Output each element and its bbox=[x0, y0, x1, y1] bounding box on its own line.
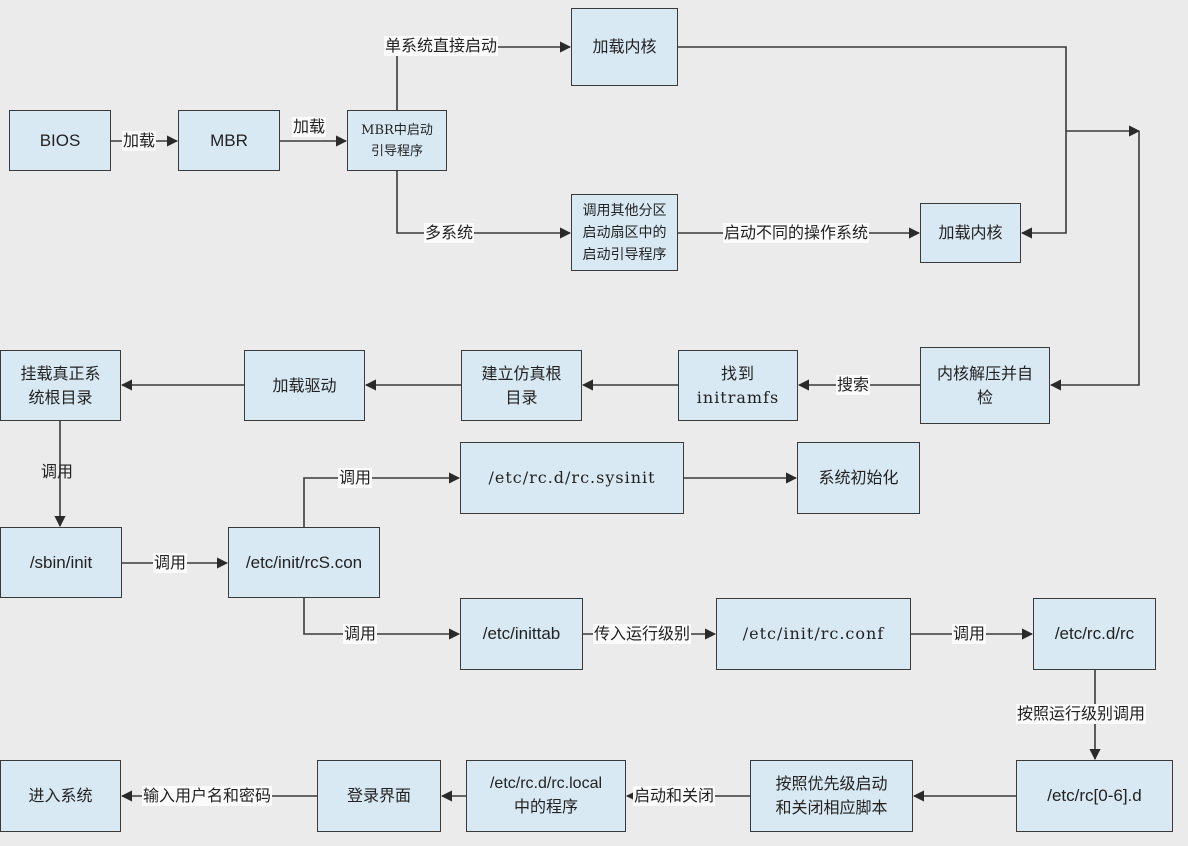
label-bios-to-mbr: 加载 bbox=[122, 131, 157, 151]
node-rc-sysinit: /etc/rc.d/rc.sysinit bbox=[460, 442, 684, 514]
node-kernel-decompress: 内核解压并自 检 bbox=[920, 347, 1050, 424]
node-load-kernel-multi: 加载内核 bbox=[920, 203, 1021, 263]
node-login-screen: 登录界面 bbox=[317, 760, 441, 832]
node-system-init: 系统初始化 bbox=[797, 442, 920, 514]
node-load-kernel-single: 加载内核 bbox=[571, 8, 678, 86]
label-mbr-to-bootloader: 加载 bbox=[292, 117, 327, 137]
node-rc-local: /etc/rc.d/rc.local 中的程序 bbox=[466, 760, 626, 832]
edge-multi-system bbox=[396, 171, 572, 239]
node-mbr: MBR bbox=[178, 110, 280, 171]
edge-to-decompress bbox=[1049, 131, 1140, 391]
node-load-drivers: 加载驱动 bbox=[244, 350, 365, 421]
edge-single-system bbox=[396, 41, 572, 110]
label-pass-runlevel: 传入运行级别 bbox=[593, 624, 692, 644]
label-call-by-runlevel: 按照运行级别调用 bbox=[1016, 704, 1147, 724]
edge-rcs-sysinit bbox=[303, 472, 461, 527]
label-call-rcs: 调用 bbox=[153, 553, 188, 573]
label-call-sbin: 调用 bbox=[41, 462, 74, 481]
node-rcs-conf: /etc/init/rcS.con bbox=[228, 527, 380, 598]
node-mount-real-root: 挂载真正系 统根目录 bbox=[0, 350, 121, 421]
node-mbr-bootloader: MBR中启动 引导程序 bbox=[347, 110, 447, 171]
edge-rcs-inittab bbox=[303, 598, 461, 640]
label-multi-system: 多系统 bbox=[424, 223, 475, 243]
label-call-inittab: 调用 bbox=[343, 624, 378, 644]
node-call-other-partition: 调用其他分区 启动扇区中的 启动引导程序 bbox=[571, 194, 678, 271]
node-sbin-init: /sbin/init bbox=[0, 527, 122, 598]
node-inittab: /etc/inittab bbox=[460, 598, 583, 670]
label-call-rc: 调用 bbox=[952, 624, 987, 644]
node-build-virtual-root: 建立仿真根 目录 bbox=[461, 350, 582, 421]
node-find-initramfs: 找到 initramfs bbox=[678, 350, 798, 421]
node-rc-0-6-d: /etc/rc[0-6].d bbox=[1016, 760, 1173, 832]
label-boot-different-os: 启动不同的操作系统 bbox=[723, 223, 870, 243]
label-search: 搜索 bbox=[836, 375, 871, 395]
edge-kernel-merge bbox=[678, 46, 1067, 239]
label-single-system: 单系统直接启动 bbox=[384, 36, 499, 56]
node-rc-conf: /etc/init/rc.conf bbox=[716, 598, 911, 670]
node-rc-d-rc: /etc/rc.d/rc bbox=[1033, 598, 1156, 670]
label-enter-credentials: 输入用户名和密码 bbox=[142, 786, 273, 806]
node-priority-scripts: 按照优先级启动 和关闭相应脚本 bbox=[750, 760, 913, 832]
label-call-sysinit: 调用 bbox=[338, 468, 373, 488]
node-bios: BIOS bbox=[9, 110, 111, 171]
label-start-stop: 启动和关闭 bbox=[633, 786, 716, 806]
node-enter-system: 进入系统 bbox=[0, 760, 121, 832]
